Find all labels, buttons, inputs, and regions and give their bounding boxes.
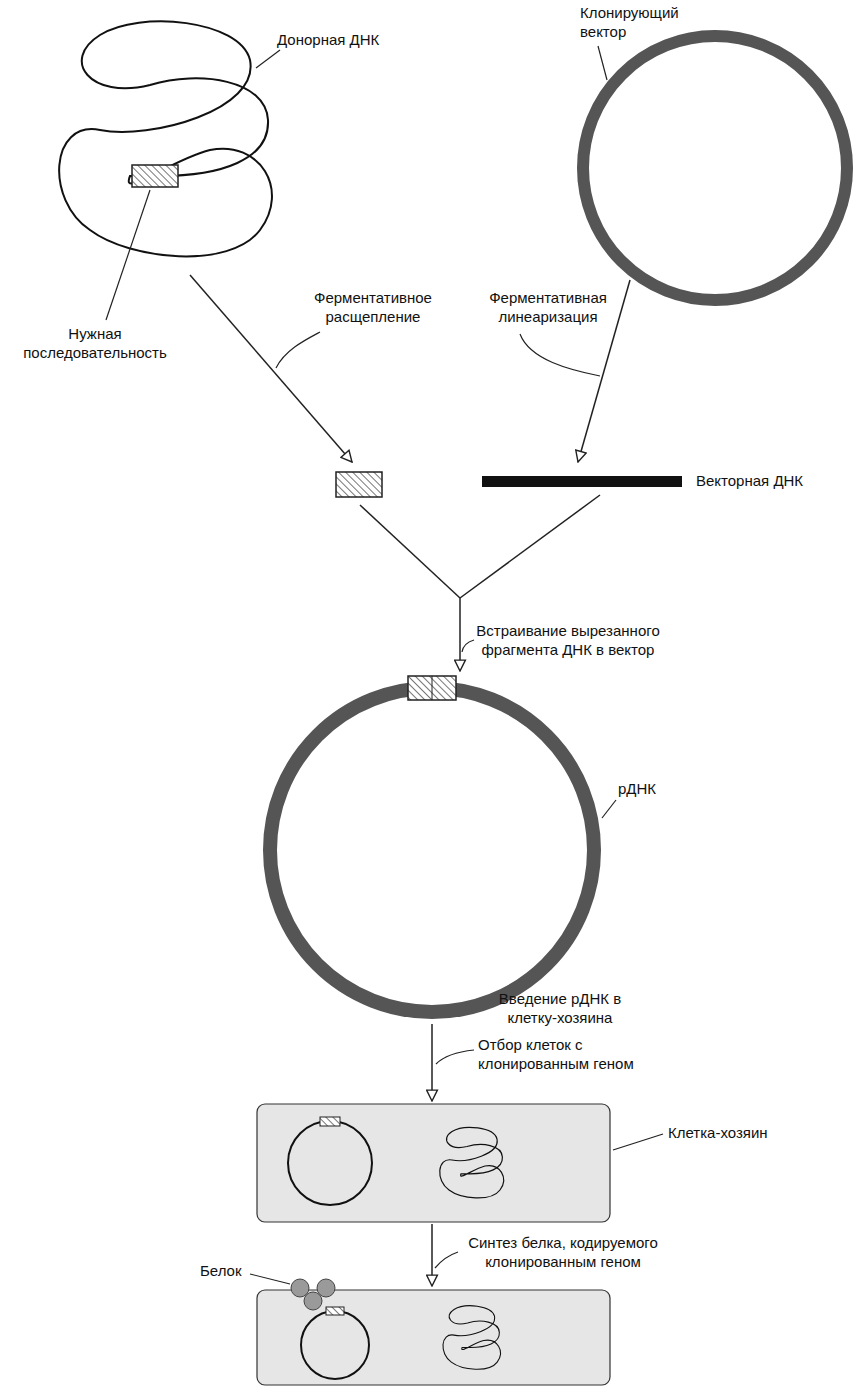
- cloning-vector: [583, 36, 847, 300]
- part-label: Белок: [200, 1262, 260, 1281]
- plasmid: [301, 1311, 369, 1379]
- process-arrow: [431, 1024, 433, 1101]
- leader-line: [602, 800, 616, 818]
- dna-fragment: [336, 472, 382, 497]
- donor-dna: [59, 21, 272, 256]
- host-cell: [257, 1290, 610, 1385]
- linear-vector: [482, 476, 682, 487]
- leader-line: [276, 332, 320, 368]
- target-sequence: [132, 165, 178, 187]
- insert-junction: [432, 676, 433, 700]
- plasmid: [288, 1121, 372, 1205]
- leader-line: [520, 334, 600, 376]
- process-line: [360, 505, 460, 598]
- leader-line: [256, 50, 280, 68]
- recombinant-dna: [270, 688, 594, 1012]
- protein: [304, 1292, 322, 1310]
- host-cell: [257, 1104, 610, 1222]
- part-label: рДНК: [618, 780, 698, 799]
- process-arrow: [431, 1224, 433, 1286]
- process-arrow: [578, 280, 630, 462]
- step-label: Ферментативное расщепление: [298, 289, 448, 327]
- leader-line: [435, 1252, 458, 1268]
- part-label: Нужная последовательность: [20, 325, 170, 363]
- part-label: Донорная ДНК: [277, 31, 437, 50]
- process-line: [460, 495, 600, 598]
- part-label: Векторная ДНК: [696, 472, 846, 491]
- leader-line: [613, 1134, 663, 1150]
- leader-line: [106, 190, 150, 320]
- leader-line: [462, 640, 474, 652]
- step-label: Отбор клеток с клонированным геном: [478, 1036, 658, 1074]
- step-label: Синтез белка, кодируемого клонированным …: [463, 1234, 663, 1272]
- part-label: Клетка-хозяин: [668, 1124, 818, 1143]
- part-label: Клонирующий вектор: [580, 4, 700, 42]
- step-label: Введение рДНК в клетку-хозяина: [490, 990, 630, 1028]
- host-chromosome: [440, 1127, 504, 1198]
- host-chromosome: [443, 1306, 500, 1369]
- leader-line: [250, 1274, 290, 1284]
- cloned-gene: [326, 1307, 344, 1315]
- cloned-gene: [320, 1117, 340, 1126]
- process-arrow: [459, 598, 461, 671]
- step-label: Встраивание вырезанного фрагмента ДНК в …: [468, 622, 668, 660]
- leader-line: [598, 46, 607, 80]
- inserted-fragment: [408, 676, 456, 700]
- leader-line: [436, 1050, 474, 1064]
- step-label: Ферментативная линеаризация: [473, 289, 623, 327]
